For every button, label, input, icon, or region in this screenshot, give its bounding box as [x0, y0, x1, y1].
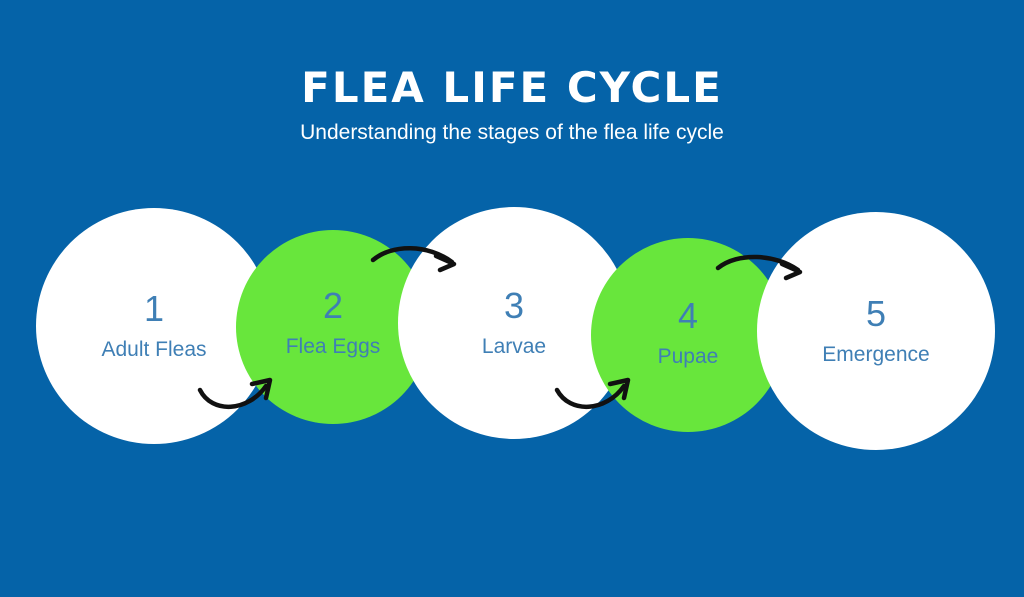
stage-label: Larvae	[481, 335, 547, 358]
stage-circle-1: 1 Adult Fleas	[36, 208, 272, 444]
stage-label: Pupae	[657, 345, 719, 368]
stage-number: 5	[865, 293, 887, 334]
curved-arrow-icon	[370, 246, 457, 273]
page-title: FLEA LIFE CYCLE	[301, 63, 723, 112]
stage-number: 3	[503, 285, 525, 326]
stage-label: Emergence	[822, 343, 930, 366]
page-subtitle: Understanding the stages of the flea lif…	[300, 121, 724, 144]
curved-arrow-icon	[554, 377, 631, 409]
stage-circle-5: 5 Emergence	[757, 212, 995, 450]
curved-arrow-icon	[715, 254, 803, 281]
stage-number: 1	[143, 288, 165, 329]
curved-arrow-icon	[197, 377, 273, 409]
stage-label: Adult Fleas	[101, 338, 207, 361]
stage-label: Flea Eggs	[285, 335, 381, 358]
stage-number: 4	[677, 295, 699, 336]
stage-number: 2	[322, 285, 344, 326]
